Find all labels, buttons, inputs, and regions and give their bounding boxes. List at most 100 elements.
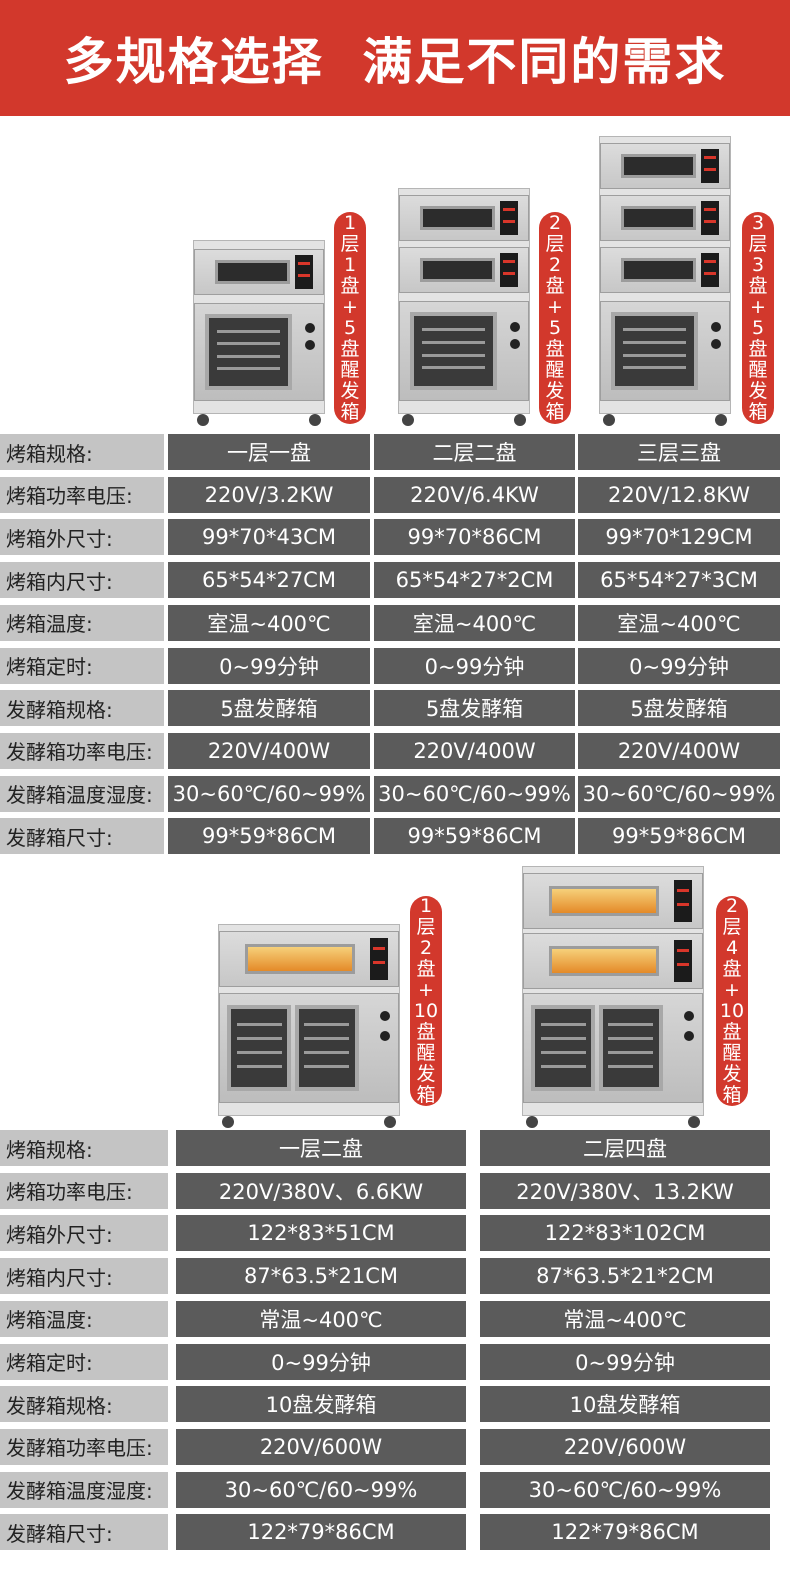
spec-cell: 122*79*86CM — [176, 1514, 466, 1551]
spec-cell: 常温~400℃ — [480, 1300, 770, 1337]
banner-title: 多规格选择 满足不同的需求 — [63, 33, 727, 91]
tag-char: 醒 — [545, 359, 565, 381]
spec-cell: 室温~400℃ — [578, 604, 780, 641]
spec-cell: 220V/400W — [578, 732, 780, 769]
spec-cell: 室温~400℃ — [374, 604, 575, 641]
spec-cell: 二层二盘 — [374, 434, 575, 470]
tag-char: 10 — [719, 1000, 745, 1022]
product-image-3-deck-5-tray — [599, 136, 731, 426]
spec-cell: 99*59*86CM — [168, 818, 370, 855]
tag-char: 层 — [722, 916, 742, 938]
tag-char: 盘 — [748, 338, 768, 360]
spec-cell: 室温~400℃ — [168, 604, 370, 641]
tag-char: 1 — [343, 254, 357, 276]
spec-cell: 0~99分钟 — [374, 647, 575, 684]
tag-char: 醒 — [416, 1042, 436, 1064]
tag-char: 5 — [548, 317, 562, 339]
tag-char: 发 — [748, 380, 768, 402]
spec-cell: 99*59*86CM — [578, 818, 780, 855]
spec-cell: 0~99分钟 — [578, 647, 780, 684]
tag-char: 1 — [343, 212, 357, 234]
tag-char: 盘 — [722, 958, 742, 980]
spec-cell: 87*63.5*21*2CM — [480, 1258, 770, 1295]
spec-label: 发酵箱功率电压: — [0, 1428, 168, 1465]
spec-cell: 0~99分钟 — [168, 647, 370, 684]
spec-cell: 220V/600W — [176, 1428, 466, 1465]
spec-cell: 65*54*27*3CM — [578, 562, 780, 599]
spec-cell: 5盘发酵箱 — [168, 690, 370, 727]
tag-char: 2 — [725, 895, 739, 917]
tag-char: 盘 — [545, 338, 565, 360]
spec-label: 发酵箱功率电压: — [0, 732, 164, 769]
tag-char: 层 — [748, 233, 768, 255]
tag-char: 2 — [548, 254, 562, 276]
spec-cell: 99*70*129CM — [578, 519, 780, 556]
spec-label: 烤箱内尺寸: — [0, 1258, 168, 1295]
tag-char: 2 — [548, 212, 562, 234]
tag-char: 5 — [751, 317, 765, 339]
tag-char: 箱 — [545, 401, 565, 423]
spec-cell: 220V/6.4KW — [374, 476, 575, 513]
spec-cell: 122*83*51CM — [176, 1215, 466, 1252]
spec-label: 烤箱外尺寸: — [0, 519, 164, 556]
tag-char: 盘 — [748, 275, 768, 297]
tag-char: 盘 — [340, 275, 360, 297]
spec-row: 发酵箱温度湿度:30~60℃/60~99%30~60℃/60~99% — [0, 1471, 790, 1508]
tag-char: 5 — [343, 317, 357, 339]
spec-cell: 220V/600W — [480, 1428, 770, 1465]
spec-cell: 220V/380V、13.2KW — [480, 1172, 770, 1209]
spec-cell: 5盘发酵箱 — [578, 690, 780, 727]
spec-cell: 65*54*27*2CM — [374, 562, 575, 599]
spec-cell: 常温~400℃ — [176, 1300, 466, 1337]
spec-label: 烤箱温度: — [0, 604, 164, 641]
tag-char: 1 — [419, 895, 433, 917]
tag-char: 发 — [722, 1063, 742, 1085]
spec-cell: 一层一盘 — [168, 434, 370, 470]
spec-cell: 220V/380V、6.6KW — [176, 1172, 466, 1209]
product-image-2-deck-10-tray — [522, 866, 704, 1128]
tag-char: + — [750, 296, 766, 318]
tag-char: 醒 — [748, 359, 768, 381]
tag-char: 4 — [725, 937, 739, 959]
spec-cell: 30~60℃/60~99% — [374, 775, 575, 812]
spec-cell: 10盘发酵箱 — [176, 1386, 466, 1423]
spec-label: 烤箱定时: — [0, 647, 164, 684]
spec-cell: 30~60℃/60~99% — [176, 1471, 466, 1508]
tag-char: 盘 — [722, 1021, 742, 1043]
spec-cell: 220V/3.2KW — [168, 476, 370, 513]
tag-char: 发 — [545, 380, 565, 402]
tag-char: 层 — [545, 233, 565, 255]
tag-char: 3 — [751, 254, 765, 276]
tag-char: 盘 — [340, 338, 360, 360]
spec-cell: 65*54*27CM — [168, 562, 370, 599]
spec-cell: 220V/400W — [374, 732, 575, 769]
spec-cell: 30~60℃/60~99% — [168, 775, 370, 812]
spec-cell: 99*59*86CM — [374, 818, 575, 855]
spec-label: 烤箱内尺寸: — [0, 562, 164, 599]
spec-cell: 220V/12.8KW — [578, 476, 780, 513]
spec-cell: 122*83*102CM — [480, 1215, 770, 1252]
tag-char: 层 — [340, 233, 360, 255]
spec-cell: 一层二盘 — [176, 1130, 466, 1166]
tag-char: 3 — [751, 212, 765, 234]
title-banner: 多规格选择 满足不同的需求 — [0, 0, 790, 116]
spec-label: 发酵箱温度湿度: — [0, 1471, 168, 1508]
tag-char: 发 — [340, 380, 360, 402]
tag-char: + — [724, 979, 740, 1001]
